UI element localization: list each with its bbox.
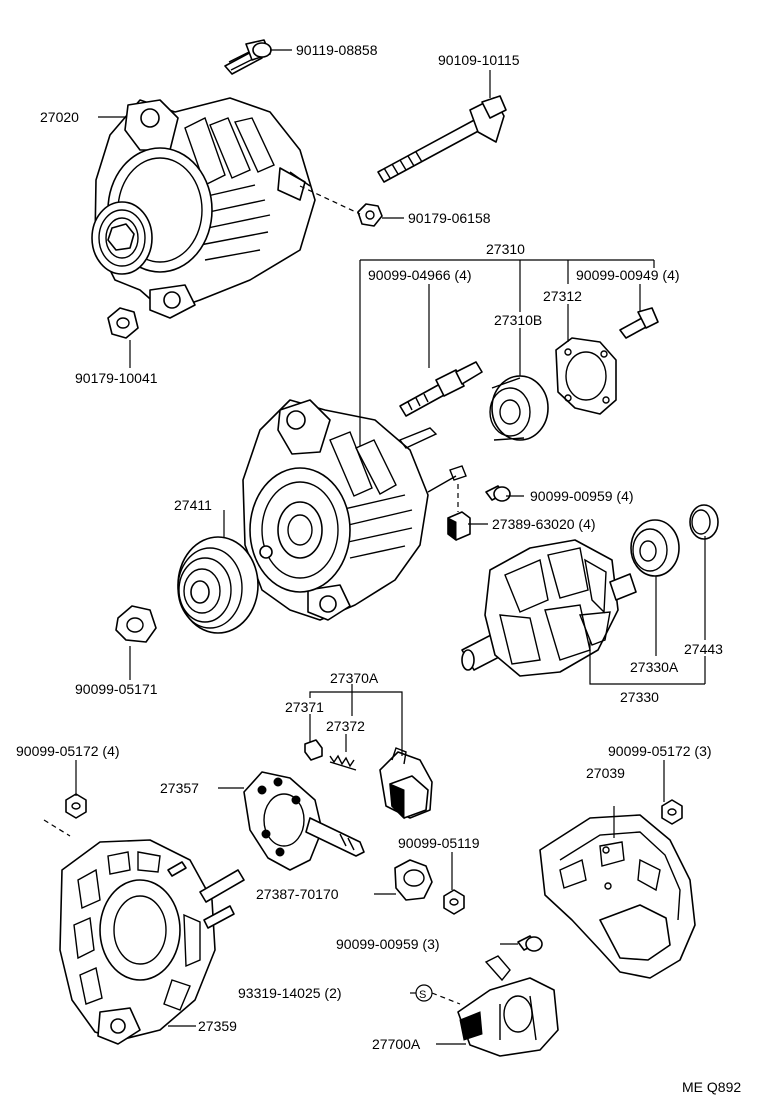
label-27310: 27310 — [486, 241, 525, 257]
label-27310B: 27310B — [494, 312, 542, 328]
label-90179-06158: 90179-06158 — [408, 210, 491, 226]
label-27411: 27411 — [174, 497, 212, 513]
brush-27371-drawing — [304, 739, 323, 761]
stud-90099-04966-drawing — [399, 361, 483, 417]
label-27387-70170: 27387-70170 — [256, 886, 339, 902]
screw-90099-00959-3-drawing — [517, 935, 543, 952]
label-27389-63020: 27389-63020 (4) — [492, 516, 596, 532]
label-27700A: 27700A — [372, 1036, 421, 1052]
label-90179-10041: 90179-10041 — [75, 370, 158, 386]
rear-cover-27039-drawing — [539, 814, 696, 979]
label-27330A: 27330A — [630, 659, 679, 675]
label-93319-14025: 93319-14025 (2) — [238, 985, 342, 1001]
label-90099-05171: 90099-05171 — [75, 681, 158, 697]
retainer-27312-drawing — [555, 337, 617, 415]
label-90119-08858: 90119-08858 — [296, 42, 378, 58]
pulley-27411-drawing — [177, 536, 259, 634]
label-27372: 27372 — [326, 718, 365, 734]
bearing-27330A-drawing — [630, 519, 680, 577]
through-bolt-90109-10115-drawing — [377, 95, 507, 183]
brush-holder-27370A-drawing — [379, 747, 433, 820]
rectifier-27357-drawing — [243, 771, 365, 871]
rear-frame-27359-drawing — [59, 839, 245, 1045]
cover-27443-drawing — [689, 504, 719, 540]
label-27020: 27020 — [40, 109, 79, 125]
label-27443: 27443 — [684, 641, 723, 657]
s-mark-letter: S — [419, 989, 426, 1001]
screw-90099-00949-drawing — [619, 307, 659, 339]
diagram-code: ME Q892 — [682, 1079, 741, 1095]
regulator-27700A-drawing — [457, 955, 559, 1057]
insulator-27389-63020-drawing — [447, 511, 471, 541]
label-27039: 27039 — [586, 765, 625, 781]
label-27312: 27312 — [543, 288, 582, 304]
nut-90099-05119-drawing — [443, 889, 465, 915]
insulator-27387-70170-drawing — [394, 859, 433, 901]
leader-lines — [43, 49, 706, 1045]
screw-90099-00959-4-drawing — [485, 485, 511, 502]
label-90099-00959-4: 90099-00959 (4) — [530, 488, 634, 504]
label-90099-00949: 90099-00949 (4) — [576, 267, 680, 283]
frame-27310-drawing — [242, 399, 467, 621]
label-90099-00959-3: 90099-00959 (3) — [336, 936, 440, 952]
nut-90099-05172-3-drawing — [661, 799, 683, 825]
bolt-90119-08858-drawing — [224, 39, 272, 75]
label-27371: 27371 — [285, 699, 324, 715]
nut-90179-10041-drawing — [107, 307, 139, 339]
alternator-27020-drawing — [91, 97, 316, 319]
label-90099-05172-3: 90099-05172 (3) — [608, 743, 712, 759]
label-27330: 27330 — [620, 689, 659, 705]
label-27370A: 27370A — [330, 670, 379, 686]
label-90099-04966: 90099-04966 (4) — [368, 267, 472, 283]
label-90109-10115: 90109-10115 — [438, 52, 520, 68]
nut-90099-05172-4-drawing — [65, 793, 87, 819]
label-90099-05119: 90099-05119 — [398, 835, 480, 851]
nut-90099-05171-drawing — [115, 605, 157, 643]
rotor-27330-drawing — [461, 539, 637, 677]
label-90099-05172-4: 90099-05172 (4) — [16, 743, 120, 759]
spring-27372-drawing — [329, 754, 357, 771]
label-27359: 27359 — [198, 1018, 237, 1034]
label-27357: 27357 — [160, 780, 199, 796]
bearing-27310B-drawing — [489, 375, 549, 441]
nut-90179-06158-drawing — [357, 203, 383, 227]
